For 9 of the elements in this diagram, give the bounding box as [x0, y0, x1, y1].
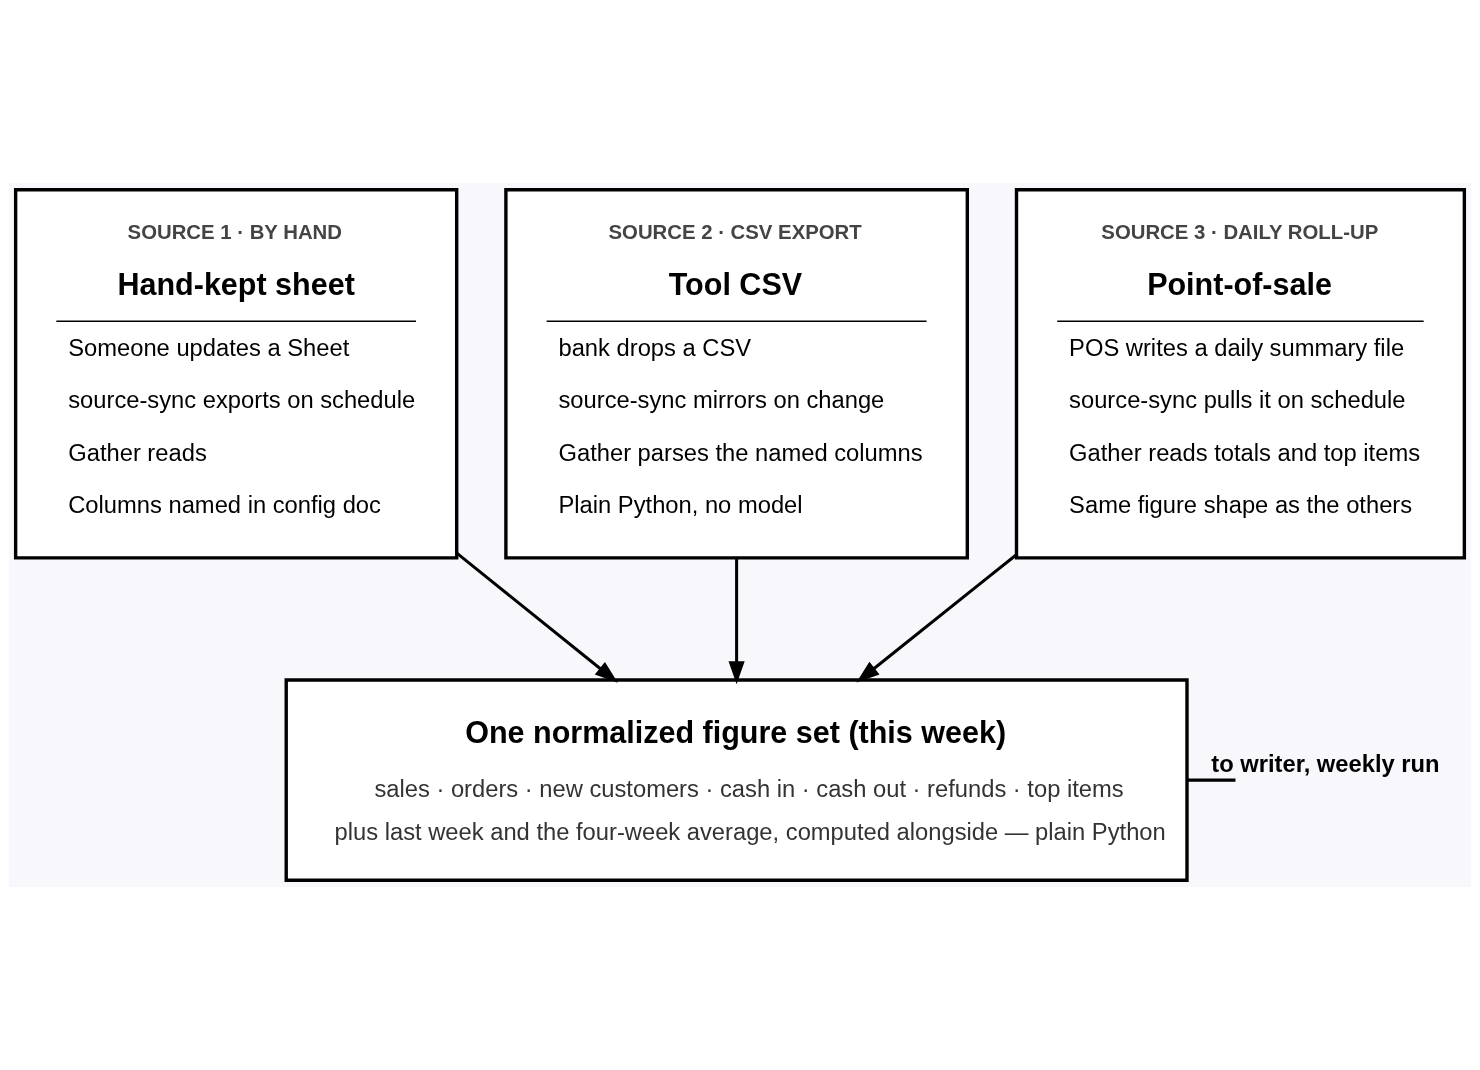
node-box: SOURCE 1 · BY HAND Hand-kept sheet Someone updates a Sheet source-sync exports on schedule Gather reads Columns named in config doc	[13, 188, 459, 560]
edge-label: to writer, weekly run	[1211, 750, 1440, 777]
arrow	[728, 558, 745, 685]
connector	[1187, 778, 1236, 782]
node-box: One normalized figure set (this week) sales · orders · new customers · cash in · cash out · refunds · top items plus last week and the four-week average, computed alongside — plain Python	[284, 678, 1189, 882]
arrow	[856, 554, 1017, 683]
node-box: SOURCE 3 · DAILY ROLL-UP Point-of-sale POS writes a daily summary file source-sync pulls it on schedule Gather reads totals and top items Same figure shape as the others	[1014, 188, 1467, 560]
arrow	[456, 552, 618, 683]
node-box: SOURCE 2 · CSV EXPORT Tool CSV bank drops a CSV source-sync mirrors on change Gather parses the named columns Plain Python, no model	[504, 188, 969, 560]
